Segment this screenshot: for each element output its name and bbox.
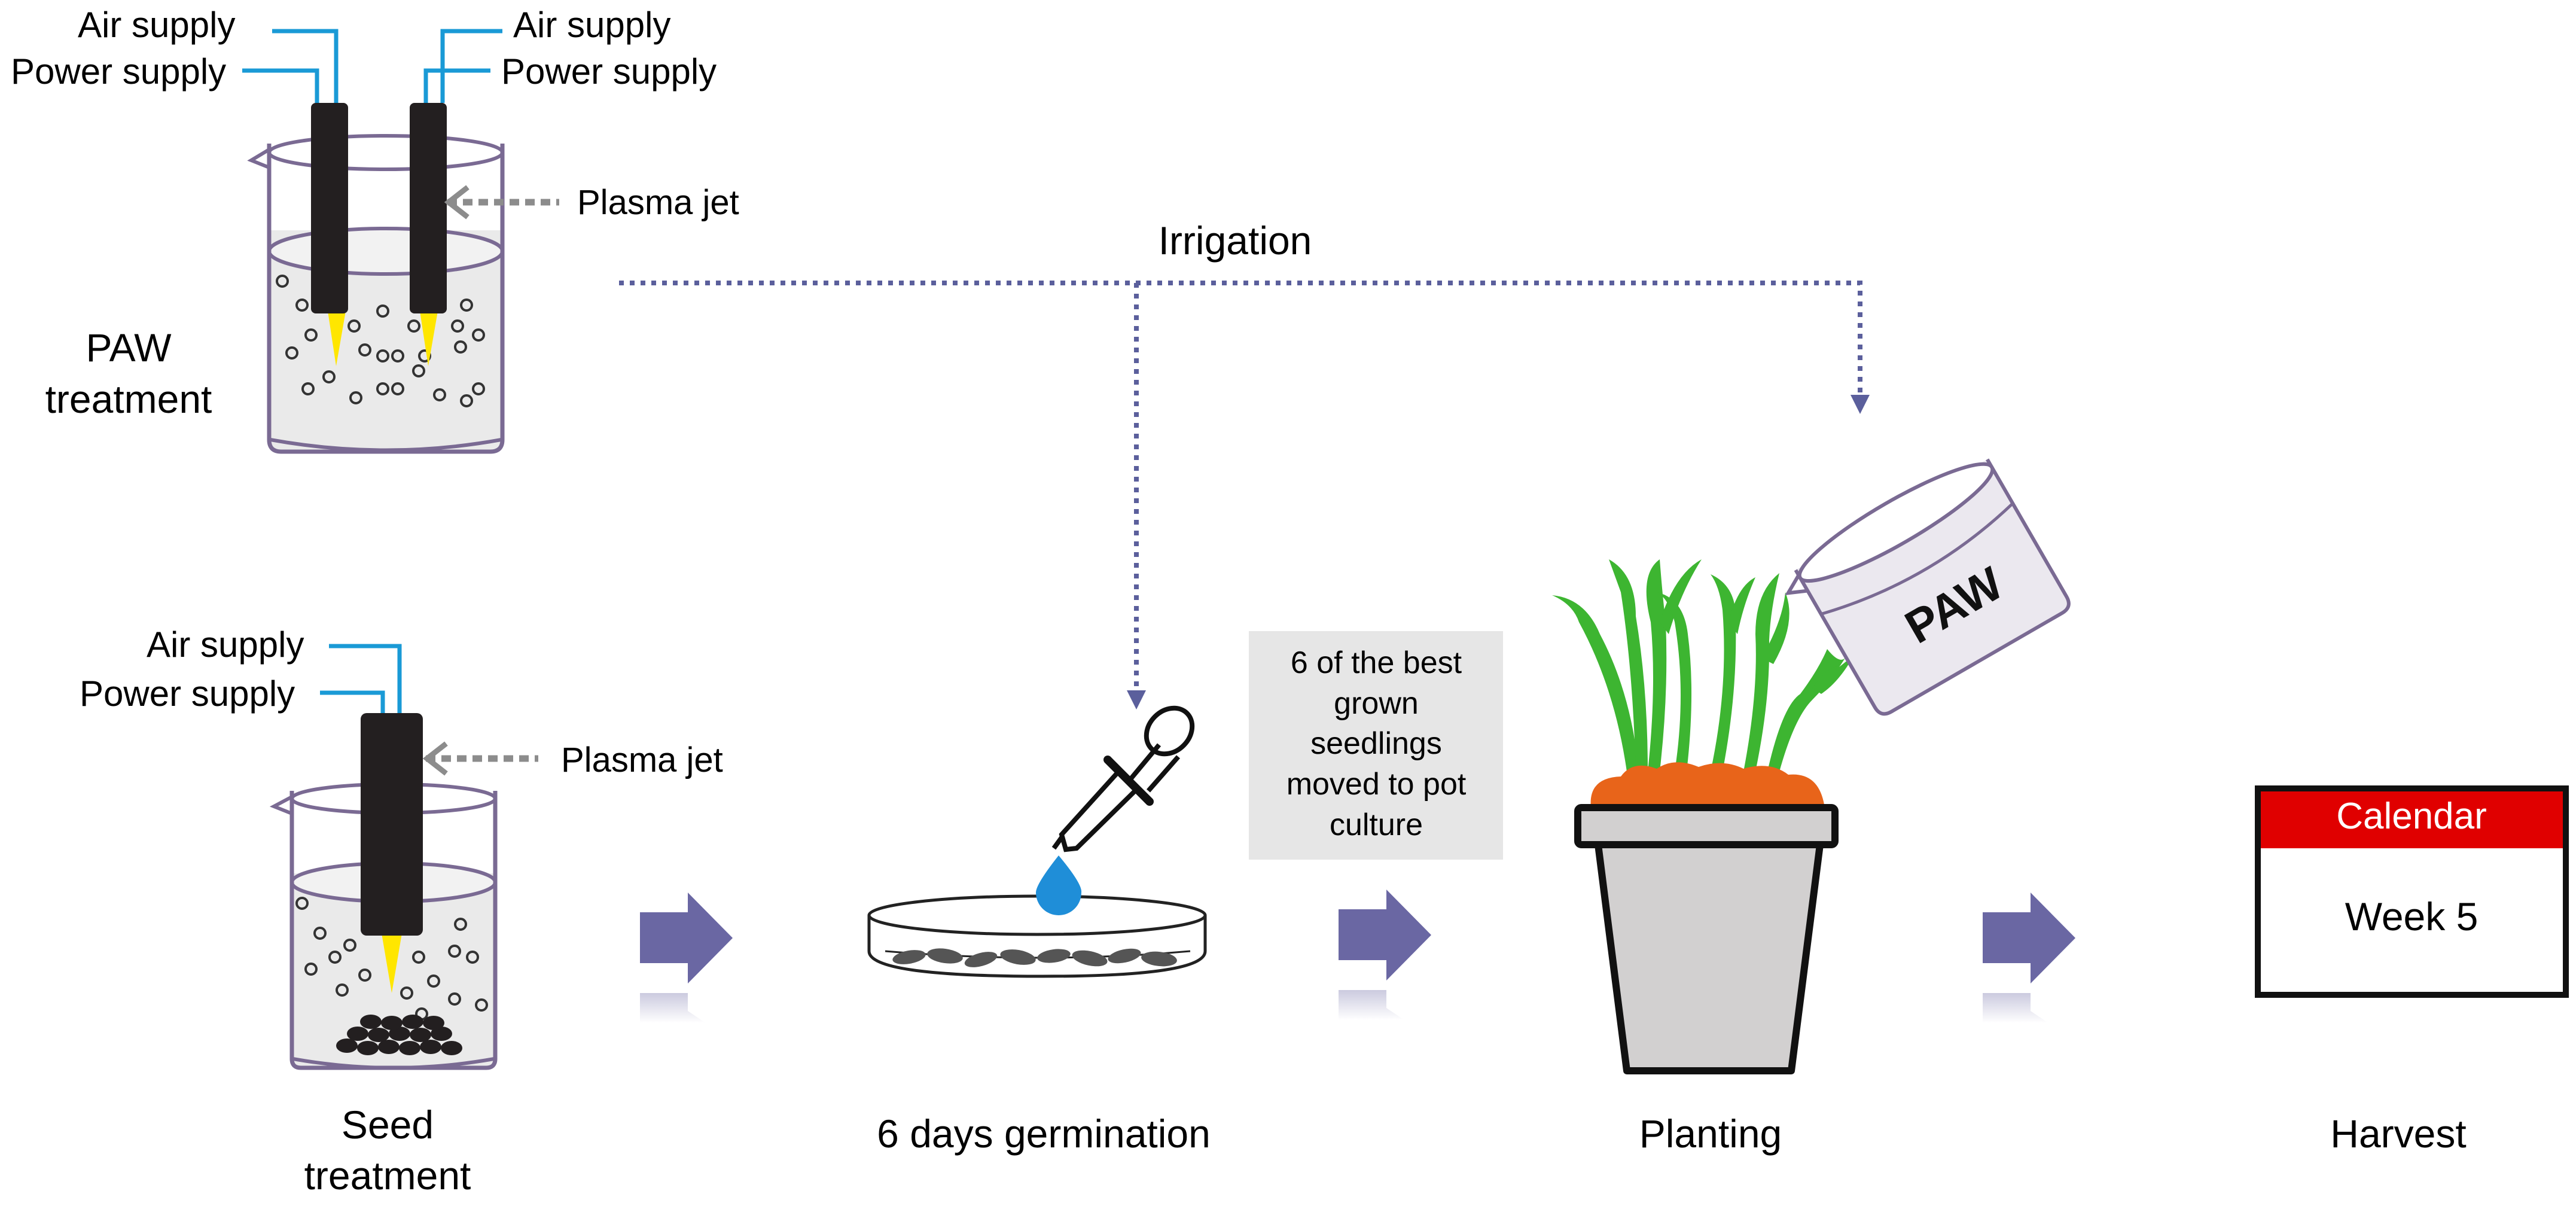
paw-electrode-left: [311, 103, 348, 366]
germination-label: 6 days germination: [877, 1111, 1211, 1156]
seedlings-note-line: culture: [1330, 808, 1423, 842]
irrigation-lines: [619, 281, 1863, 697]
germinating-seeds: [892, 948, 1177, 967]
paw-treatment-setup: Air supply Power supply Air supply Power…: [11, 5, 739, 454]
paw-treatment-title: PAW: [86, 325, 172, 370]
seed-treatment-title: treatment: [304, 1153, 471, 1198]
plasma-jet-pointer: [444, 185, 559, 220]
planting-label: Planting: [1639, 1111, 1782, 1156]
seedlings-note-line: grown: [1334, 686, 1419, 721]
water-drop: [1036, 855, 1082, 915]
air-supply-label: Air supply: [147, 625, 304, 665]
seed-treatment-setup: Air supply Power supply: [80, 625, 723, 1198]
air-supply-label: Air supply: [513, 5, 670, 45]
seed-bubbles: [295, 897, 488, 1021]
process-arrow-1: [640, 893, 733, 1023]
seedlings-note-line: moved to pot: [1287, 767, 1467, 802]
irrigation-arrowhead: [1851, 395, 1870, 414]
seedlings-note-line: 6 of the best: [1291, 645, 1462, 680]
air-supply-label: Air supply: [78, 5, 235, 45]
seedlings-note-line: seedlings: [1310, 726, 1442, 761]
power-supply-label: Power supply: [80, 674, 295, 714]
irrigation-arrowhead: [1127, 690, 1146, 709]
paw-treatment-title: treatment: [45, 377, 212, 421]
planting-setup: Planting: [1552, 559, 1854, 1156]
calendar: Calendar Week 5: [2255, 785, 2569, 998]
plasma-jet-pointer: [422, 741, 538, 776]
seed-pile: [336, 1015, 462, 1055]
irrigation-label: Irrigation: [1159, 218, 1312, 263]
paw-beaker: [247, 134, 505, 454]
paw-electrode-right: [410, 103, 447, 366]
process-arrow-2: [1339, 890, 1431, 1020]
seedlings-note-box: 6 of the best grown seedlings moved to p…: [1249, 631, 1503, 860]
process-arrow-3: [1983, 893, 2075, 1023]
paw-bubbles: [276, 275, 485, 407]
plasma-jet-label: Plasma jet: [561, 741, 723, 779]
seed-treatment-title: Seed: [342, 1103, 434, 1147]
dropper: [1051, 705, 1195, 852]
soil: [1590, 762, 1824, 808]
paw-supply-lines: [242, 29, 502, 103]
calendar-header: Calendar: [2336, 796, 2487, 837]
seed-electrode: [361, 713, 423, 993]
plasma-jet-label: Plasma jet: [577, 183, 739, 222]
seed-supply-lines: [320, 644, 402, 713]
calendar-week: Week 5: [2345, 894, 2479, 939]
power-supply-label: Power supply: [11, 51, 226, 92]
power-supply-label: Power supply: [501, 51, 717, 92]
flower-pot: [1574, 804, 1839, 1074]
harvest-label: Harvest: [2330, 1111, 2466, 1156]
plant-leaves: [1552, 559, 1854, 772]
paw-watering-beaker: PAW: [1785, 458, 2071, 716]
germination-setup: 6 days germination: [867, 705, 1211, 1156]
